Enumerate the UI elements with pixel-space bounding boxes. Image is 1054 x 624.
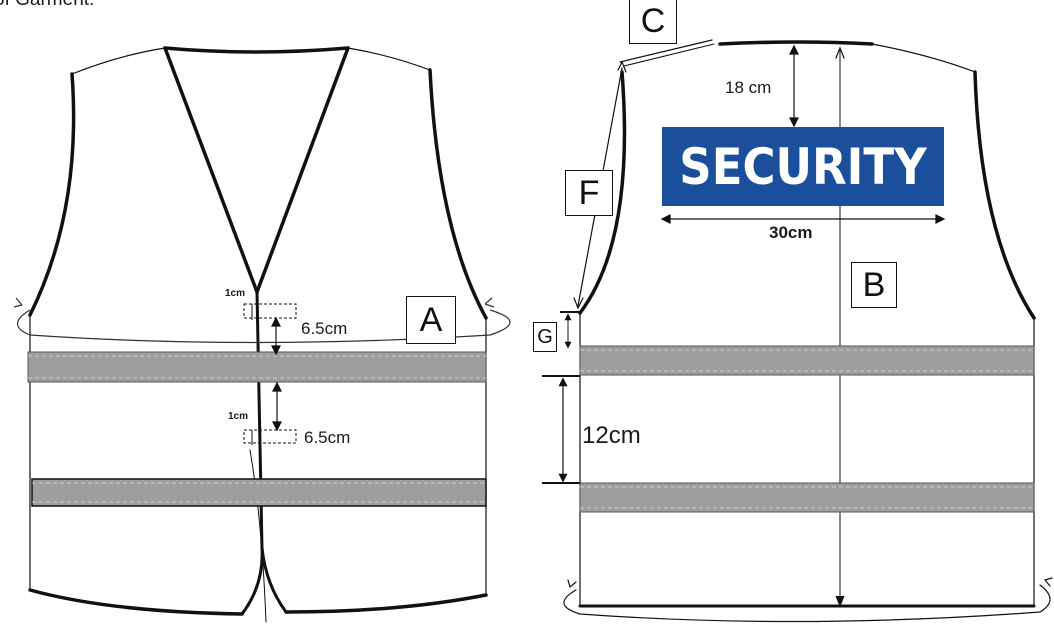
back-logo-offset-label: 18 cm <box>725 78 772 97</box>
back-side-markers <box>542 311 580 484</box>
front-pocket-width-1: 1cm <box>225 288 246 299</box>
back-logo-width-label: 30cm <box>769 223 813 242</box>
label-c-box: C <box>629 0 677 44</box>
front-stripe-upper <box>27 351 487 383</box>
front-right-shoulder <box>347 47 431 71</box>
front-pocket-arrows <box>271 316 282 432</box>
front-zip-tail <box>249 449 267 623</box>
label-f-box: F <box>565 170 613 216</box>
back-stripes <box>579 345 1035 513</box>
front-center-opening-2 <box>260 546 288 614</box>
front-stripes <box>27 351 487 507</box>
label-a-box: A <box>406 296 456 344</box>
security-logo-bg <box>662 127 944 206</box>
front-pocket-1 <box>243 303 297 319</box>
front-pocket-gap-2: 6.5cm <box>304 428 351 447</box>
security-logo-text: SECURITY <box>679 137 927 196</box>
label-b-box: B <box>851 262 897 308</box>
back-neck <box>718 40 874 46</box>
front-hem-left <box>28 588 244 616</box>
back-right-armhole <box>973 70 1036 320</box>
back-logo-offset-arrow <box>789 44 799 128</box>
back-left-armhole <box>578 70 627 315</box>
back-stripe-lower <box>579 482 1035 513</box>
back-stripe-gap-label: 12cm <box>582 422 641 449</box>
back-stripe-upper <box>579 345 1035 376</box>
front-stripe-lower <box>31 478 487 507</box>
back-right-shoulder <box>871 43 976 73</box>
back-logo-width-arrow <box>660 214 946 224</box>
front-center-opening <box>240 290 264 616</box>
front-right-armhole <box>428 68 488 320</box>
front-hem-right <box>284 593 488 614</box>
front-left-shoulder <box>71 47 166 75</box>
front-pocket-width-2: 1cm <box>228 411 249 422</box>
front-left-armhole <box>28 72 76 317</box>
front-chest-measure <box>13 297 511 344</box>
front-pocket-2 <box>243 429 297 444</box>
label-g-box: G <box>533 322 557 352</box>
front-neck-right <box>255 46 350 294</box>
back-left-shoulder <box>619 39 713 63</box>
back-vest <box>563 39 1053 623</box>
header-caption: of Garment: <box>0 0 94 9</box>
front-vest <box>28 46 488 623</box>
front-pocket-gap-1: 6.5cm <box>301 319 348 338</box>
front-neck-top <box>163 46 350 54</box>
back-hem-measure <box>563 584 1051 623</box>
front-neck-left <box>163 46 259 294</box>
front-pockets <box>243 303 297 445</box>
